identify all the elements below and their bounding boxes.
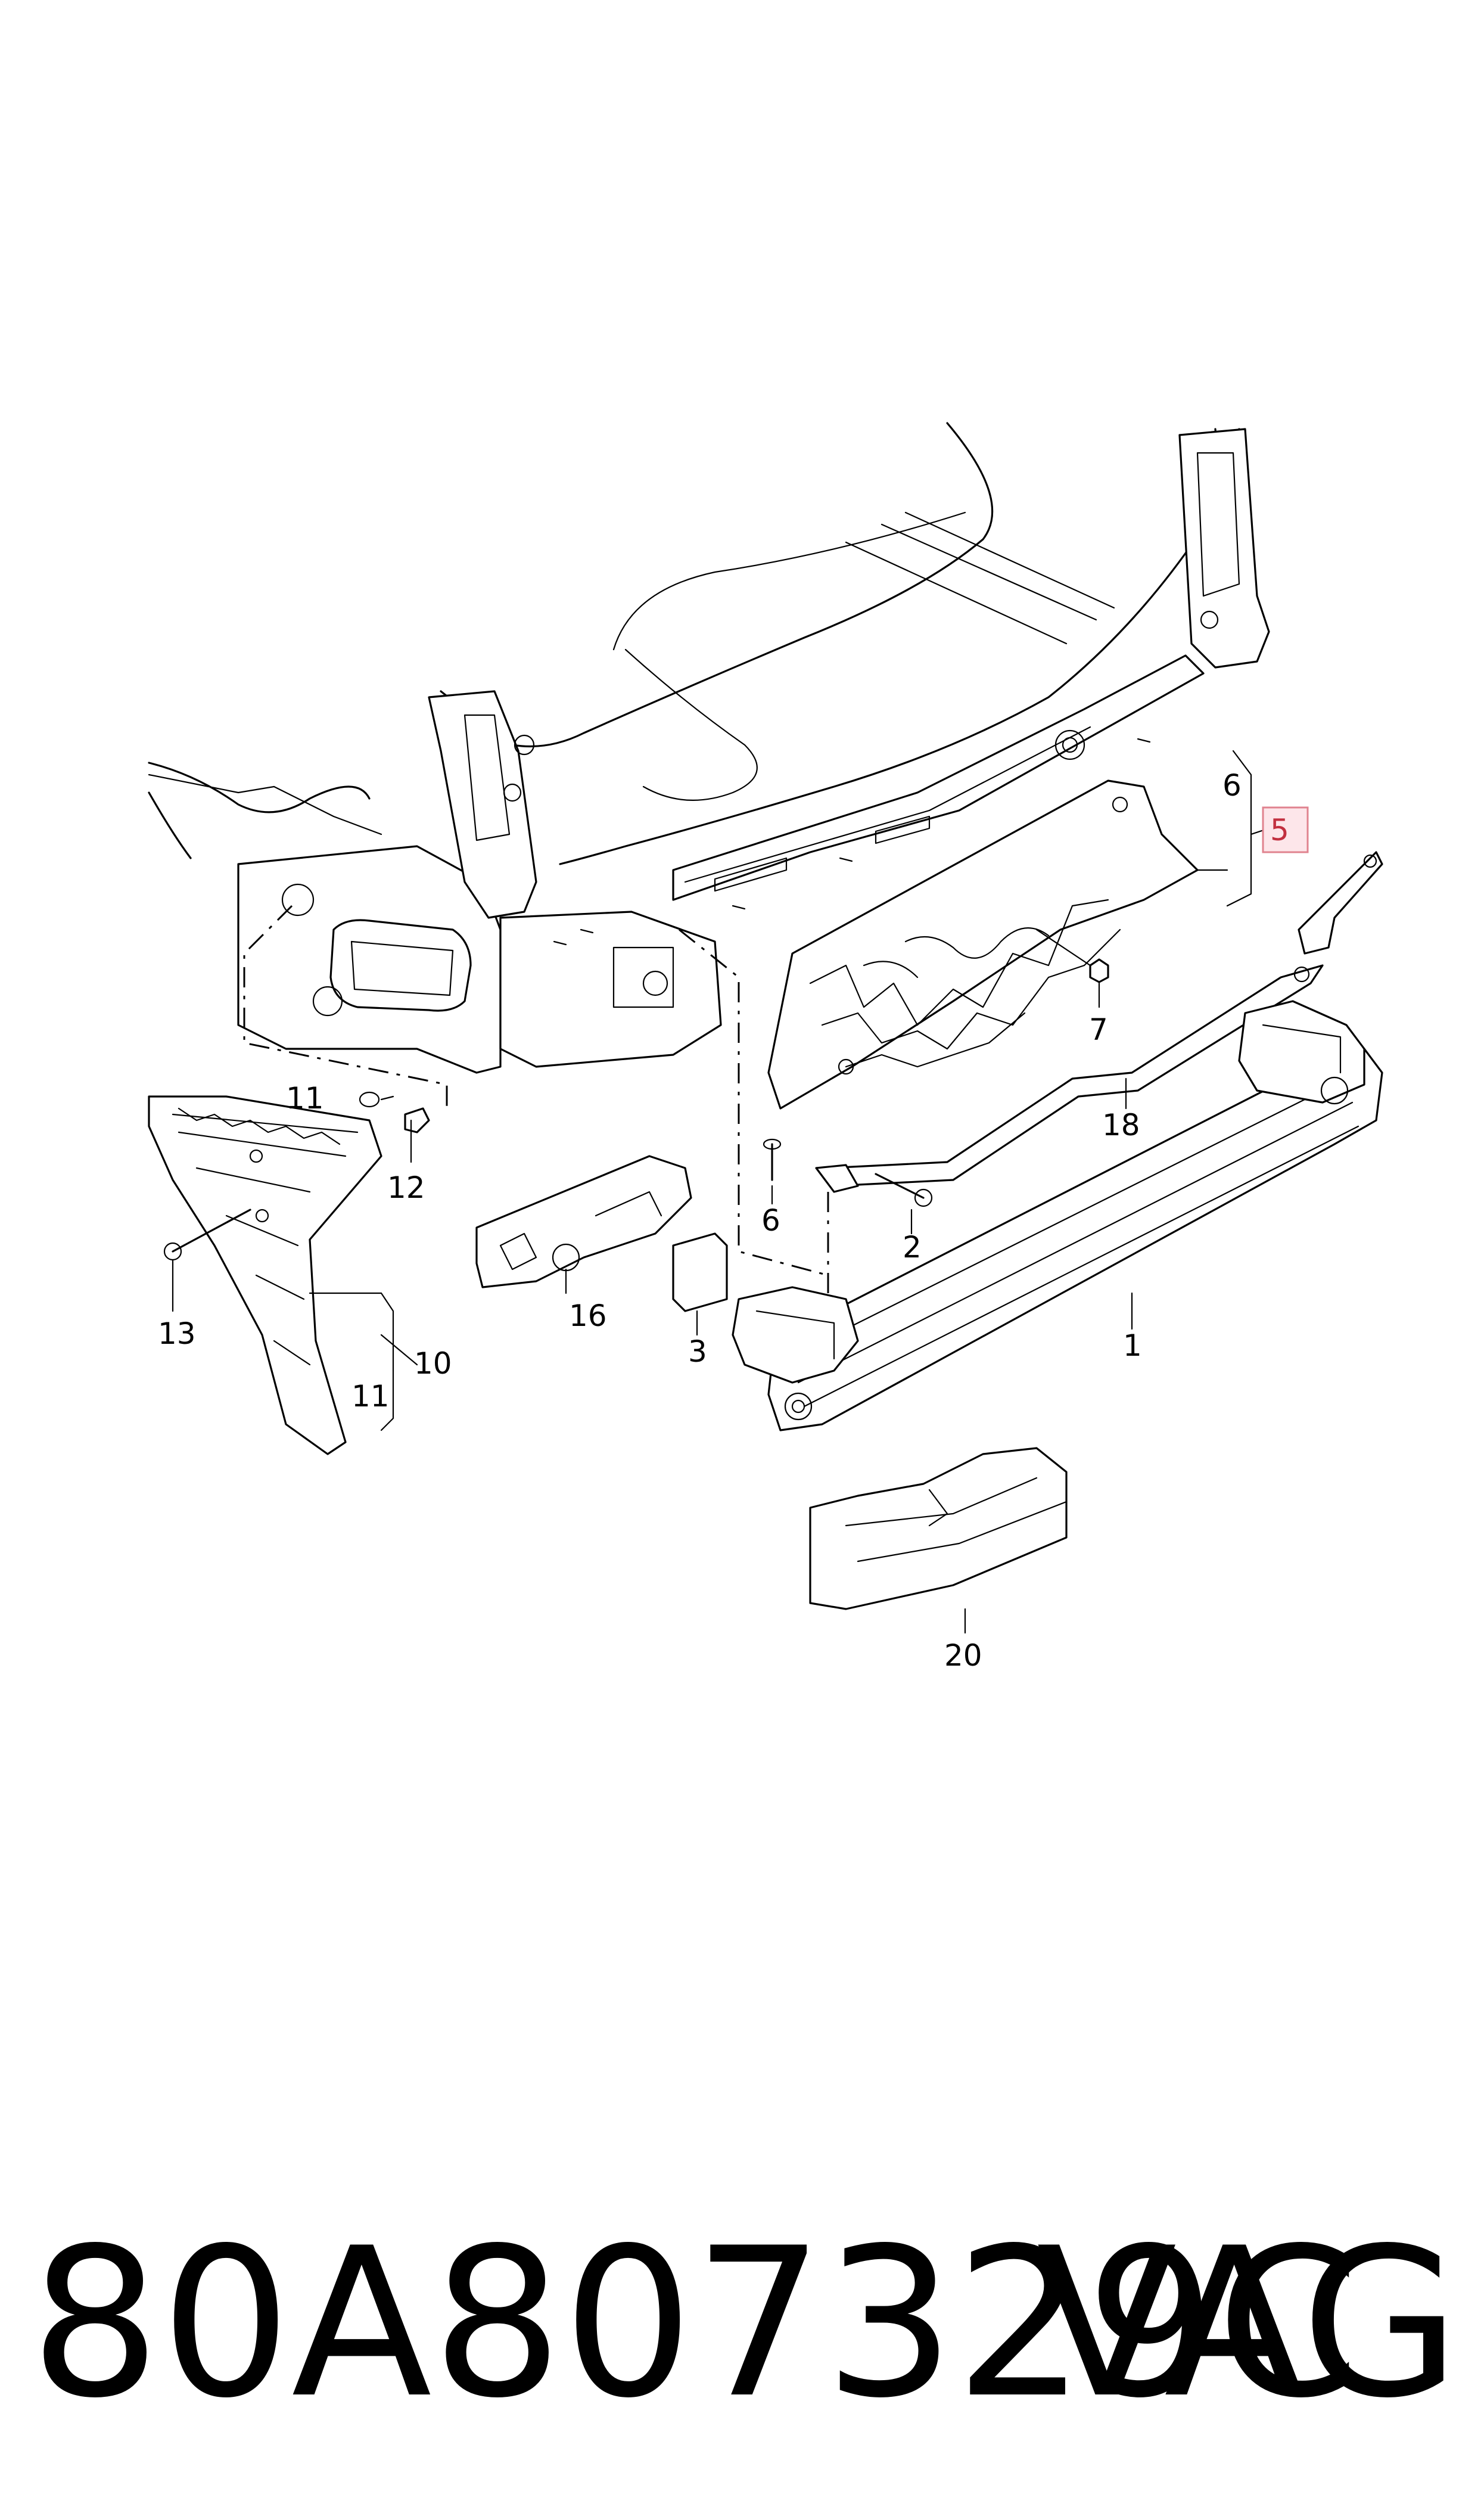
callout-labels: 1 2 3 5 6 6 7 10 11 11 12 13 16 18 20 — [158, 768, 1309, 1673]
callout-10: 10 — [414, 1346, 452, 1381]
part-20-energy-absorber — [809, 1447, 1068, 1610]
leader-lines — [172, 750, 1270, 1634]
exploded-parts-diagram: 1 2 3 5 6 6 7 10 11 11 12 13 16 18 20 — [148, 422, 1383, 1673]
callout-11-upper: 11 — [286, 1081, 324, 1116]
part-18-bracket-strip — [815, 851, 1383, 1193]
alignment-lines — [243, 905, 829, 1299]
callout-13: 13 — [158, 1316, 196, 1351]
callout-2: 2 — [903, 1230, 922, 1265]
callout-6-upper: 6 — [1222, 768, 1242, 803]
callout-5-highlight — [1262, 806, 1309, 853]
callout-20: 20 — [944, 1638, 982, 1673]
callout-1: 1 — [1123, 1328, 1142, 1363]
part-5-carrier-panel — [767, 779, 1199, 1110]
part-3-pad — [672, 1232, 728, 1312]
part-16-side-guide — [475, 1155, 692, 1288]
callout-7: 7 — [1089, 1012, 1108, 1047]
callout-18: 18 — [1102, 1108, 1140, 1142]
callout-5: 5 — [1270, 813, 1289, 847]
part-10-side-bracket — [148, 1095, 382, 1455]
callout-3: 3 — [688, 1334, 707, 1369]
body-shell — [148, 422, 1270, 1074]
brand-label: VAG — [1036, 2204, 1460, 2443]
fasteners — [163, 928, 1109, 1261]
part-number-label: 80A807329C — [30, 2204, 1360, 2443]
callout-6-lower: 6 — [761, 1203, 780, 1238]
callout-12: 12 — [387, 1170, 425, 1205]
part-1-bumper-beam — [732, 1000, 1383, 1431]
callout-11-lower: 11 — [351, 1379, 390, 1414]
callout-16: 16 — [569, 1299, 607, 1333]
